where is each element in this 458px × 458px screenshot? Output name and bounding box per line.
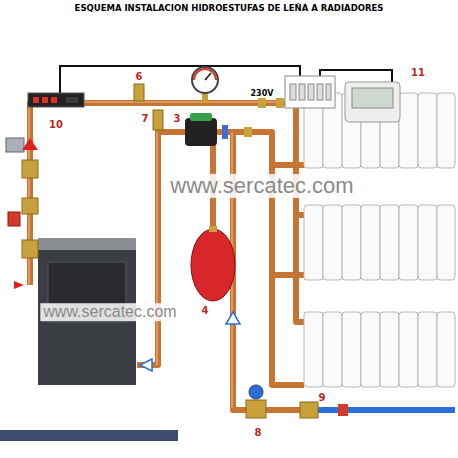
callout-number: 3 — [174, 113, 181, 124]
temperature-display — [28, 93, 84, 107]
callout-number: 4 — [202, 305, 209, 316]
watermark: www.sercatec.com — [40, 303, 179, 321]
callout-number: 6 — [136, 71, 143, 82]
expansion-tank — [191, 226, 235, 301]
copper-pipes — [30, 100, 304, 410]
flow-arrow — [22, 138, 38, 150]
manifold-valves — [222, 98, 284, 139]
pressure-reducer — [246, 385, 266, 418]
radiators — [304, 93, 455, 387]
callout-number: 11 — [411, 67, 425, 78]
air-vent — [153, 110, 163, 130]
callout-number: 10 — [49, 119, 63, 130]
pressure-gauge — [192, 67, 218, 102]
callout-number: 9 — [319, 392, 326, 403]
flow-arrow — [226, 312, 240, 324]
floor-band — [0, 430, 178, 441]
watermark: www.sercatec.com — [167, 174, 356, 198]
diagram-title: ESQUEMA INSTALACION HIDROESTUFAS DE LEÑA… — [75, 4, 384, 13]
voltage-label: 230V — [251, 90, 274, 99]
room-thermostat — [345, 82, 400, 122]
valve-assembly — [6, 138, 38, 258]
flow-arrow — [140, 359, 152, 371]
flow-arrow — [14, 281, 24, 289]
callout-number: 8 — [255, 427, 262, 438]
electric-panel — [285, 76, 335, 108]
pipe-highlight — [29, 102, 300, 408]
electric-wires — [60, 66, 392, 95]
circulation-pump — [185, 113, 217, 146]
water-inlet-pipe — [300, 407, 455, 413]
air-vent — [134, 84, 144, 101]
callout-number: 7 — [142, 113, 149, 124]
water-filter — [300, 402, 348, 418]
